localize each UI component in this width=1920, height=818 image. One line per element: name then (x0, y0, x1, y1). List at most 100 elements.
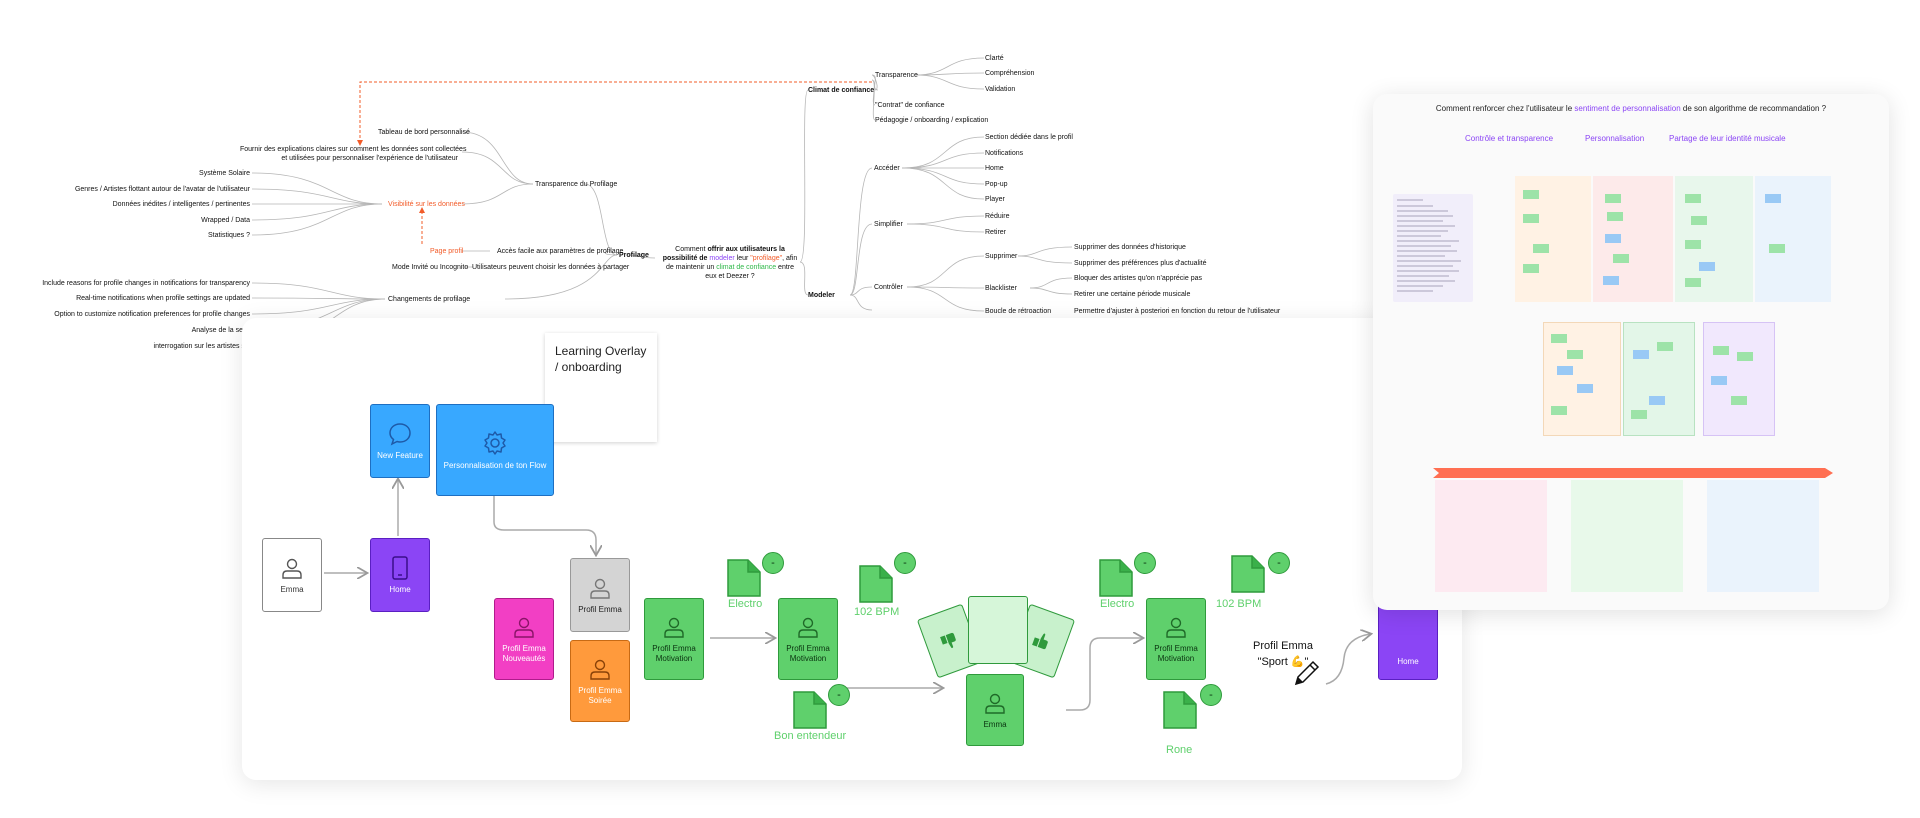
remove-badge[interactable]: - (894, 552, 916, 574)
board-question-pre: Comment renforcer chez l'utilisateur le (1435, 104, 1575, 113)
current-track-card[interactable] (968, 596, 1028, 664)
mini-sticky-note[interactable] (1523, 264, 1539, 273)
mindmap-node-mode-invite: Mode Invité ou Incognito (392, 264, 469, 271)
notes-block (1393, 194, 1473, 302)
learning-overlay-sticky-note[interactable]: Learning Overlay / onboarding (545, 333, 657, 442)
thumbs-down-icon (940, 632, 956, 648)
profil-motivation-node-2[interactable]: Profil Emma Motivation (778, 598, 838, 680)
mindmap-node-contrat: "Contrat" de confiance (875, 102, 945, 109)
user-flow-panel: Learning Overlay / onboarding New Featur… (242, 318, 1462, 780)
remove-badge[interactable]: - (828, 684, 850, 706)
profil-nouveautes-node[interactable]: Profil Emma Nouveautés (494, 598, 554, 680)
mini-sticky-note[interactable] (1605, 194, 1621, 203)
profil-motivation-node-1[interactable]: Profil Emma Motivation (644, 598, 704, 680)
profil-emma-node[interactable]: Profil Emma (570, 558, 630, 632)
notes-lines (1397, 199, 1461, 292)
file-icon (793, 691, 827, 729)
mindmap-node-changements: Changements de profilage (388, 296, 471, 303)
home-node-final[interactable]: Home (1378, 598, 1438, 680)
mindmap-node-retirer-periode: Retirer une certaine période musicale (1074, 291, 1191, 298)
mini-sticky-note[interactable] (1765, 194, 1781, 203)
mindmap-node-permettre: Permettre d'ajuster à posteriori en fonc… (1074, 308, 1281, 315)
mindmap-node-profilage: Profilage (619, 252, 649, 259)
mini-sticky-note[interactable] (1577, 384, 1593, 393)
mini-sticky-note[interactable] (1607, 212, 1623, 221)
zone-pink-3 (1435, 480, 1547, 592)
mindmap-node-controler: Contrôler (874, 284, 903, 291)
mindmap-node-visibilite: Visibilité sur les données (388, 201, 465, 208)
user-icon (590, 659, 610, 680)
mindmap-node-tableau: Tableau de bord personnalisé (378, 129, 470, 136)
remove-badge[interactable]: - (1200, 684, 1222, 706)
dislike-card[interactable] (916, 603, 984, 679)
board-question-highlight: sentiment de personnalisation (1574, 104, 1681, 113)
mini-sticky-note[interactable] (1691, 216, 1707, 225)
mindmap-node-genres: Genres / Artistes flottant autour de l'a… (74, 186, 250, 193)
remove-badge[interactable]: - (762, 552, 784, 574)
profil-motivation-node-3[interactable]: Profil Emma Motivation (1146, 598, 1206, 680)
mini-sticky-note[interactable] (1523, 214, 1539, 223)
like-card[interactable] (1008, 603, 1076, 679)
mindmap-node-supprimer: Supprimer (985, 253, 1018, 260)
mini-sticky-note[interactable] (1557, 366, 1573, 375)
user-icon (664, 617, 684, 638)
profil-motivation-label: Profil Emma Motivation (1154, 644, 1198, 663)
emma-user-node[interactable]: Emma (262, 538, 322, 612)
mini-sticky-note[interactable] (1699, 262, 1715, 271)
file-icon (1163, 691, 1197, 729)
mini-sticky-note[interactable] (1523, 190, 1539, 199)
mini-sticky-note[interactable] (1649, 396, 1665, 405)
mini-sticky-note[interactable] (1613, 254, 1629, 263)
electro-tag-1: Electro (728, 598, 763, 610)
mini-sticky-note[interactable] (1551, 406, 1567, 415)
mindmap-node-statistiques: Statistiques ? (207, 232, 250, 239)
emma-user-label: Emma (280, 585, 304, 594)
mini-sticky-note[interactable] (1605, 234, 1621, 243)
user-icon (514, 617, 534, 638)
mini-sticky-note[interactable] (1657, 342, 1673, 351)
mini-sticky-note[interactable] (1731, 396, 1747, 405)
mindmap-center-question: Comment offrir aux utilisateurs la possi… (662, 246, 798, 280)
user-icon (798, 617, 818, 638)
mini-sticky-note[interactable] (1533, 244, 1549, 253)
mindmap-node-modeler: Modeler (808, 292, 835, 299)
pencil-icon (1294, 660, 1320, 686)
mini-sticky-note[interactable] (1551, 334, 1567, 343)
mindmap-node-transparence-profilage: Transparence du Profilage (535, 181, 618, 188)
mini-sticky-note[interactable] (1769, 244, 1785, 253)
remove-badge[interactable]: - (1134, 552, 1156, 574)
mindmap-node-player: Player (985, 196, 1005, 203)
zone-blue-3 (1707, 480, 1819, 592)
remove-badge[interactable]: - (1268, 552, 1290, 574)
mini-sticky-note[interactable] (1711, 376, 1727, 385)
mindmap-node-comprehension: Compréhension (985, 70, 1035, 77)
home-node[interactable]: Home (370, 538, 430, 612)
mini-sticky-note[interactable] (1567, 350, 1583, 359)
mini-sticky-note[interactable] (1685, 278, 1701, 287)
new-feature-node[interactable]: New Feature (370, 404, 430, 478)
home-label: Home (389, 585, 411, 594)
home-final-label: Home (1397, 657, 1419, 666)
board-column-personnalisation: Personnalisation (1585, 134, 1645, 143)
file-icon (859, 565, 893, 603)
mindmap-node-blacklister: Blacklister (985, 285, 1017, 292)
mindmap-node-donnees-inedites: Données inédites / intelligentes / perti… (112, 201, 250, 208)
mini-sticky-note[interactable] (1713, 346, 1729, 355)
board-question-post: de son algorithme de recommandation ? (1680, 104, 1827, 113)
mindmap-node-systeme-solaire: Système Solaire (199, 170, 250, 177)
personnalisation-node[interactable]: Personnalisation de ton Flow (436, 404, 554, 496)
emma-green-node[interactable]: Emma (966, 674, 1024, 746)
mini-sticky-note[interactable] (1685, 240, 1701, 249)
chat-bubble-icon (389, 423, 411, 446)
mini-sticky-note[interactable] (1633, 350, 1649, 359)
mini-sticky-note[interactable] (1737, 352, 1753, 361)
profil-soiree-node[interactable]: Profil Emma Soirée (570, 640, 630, 722)
mindmap-node-boucle: Boucle de rétroaction (985, 308, 1052, 315)
timeline-banner (1433, 468, 1833, 478)
electro-tag-2: Electro (1100, 598, 1135, 610)
mindmap-node-supprimer-hist: Supprimer des données d'historique (1074, 244, 1186, 251)
mini-sticky-note[interactable] (1631, 410, 1647, 419)
mini-sticky-note[interactable] (1603, 276, 1619, 285)
profil-emma-label: Profil Emma (578, 605, 622, 614)
mini-sticky-note[interactable] (1685, 194, 1701, 203)
